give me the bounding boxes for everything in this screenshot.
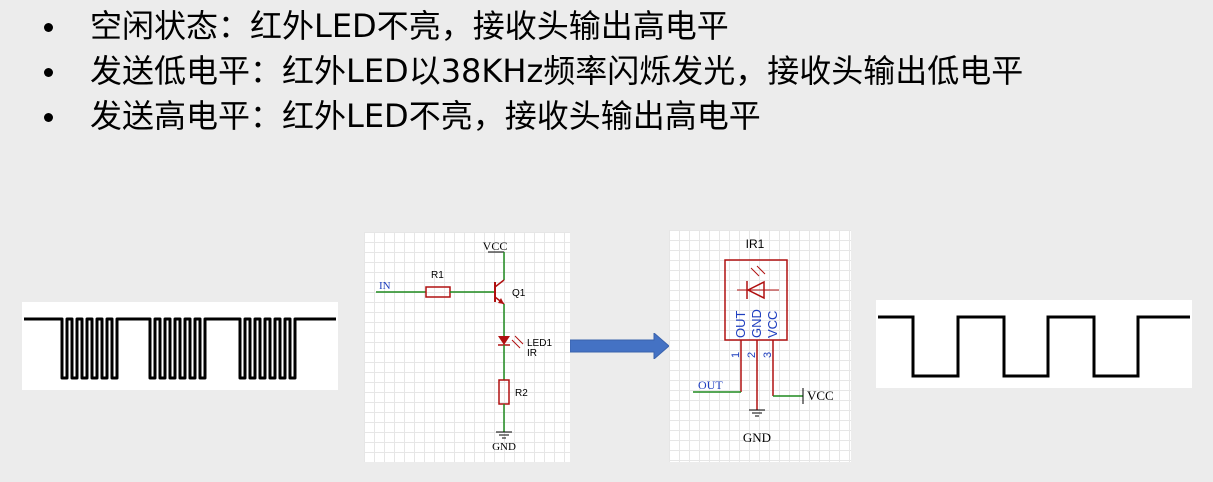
bullet-list: 空闲状态：红外LED不亮，接收头输出高电平 发送低电平：红外LED以38KHz频… bbox=[40, 4, 1023, 139]
bullet-item: 空闲状态：红外LED不亮，接收头输出高电平 bbox=[40, 4, 1023, 49]
bullet-item: 发送低电平：红外LED以38KHz频率闪烁发光，接收头输出低电平 bbox=[40, 49, 1023, 94]
bullet-text: 发送低电平：红外LED以38KHz频率闪烁发光，接收头输出低电平 bbox=[90, 52, 1024, 90]
right-arrow-icon bbox=[570, 333, 670, 359]
gnd-net-label: GND bbox=[743, 430, 771, 445]
out-net-label: OUT bbox=[698, 378, 723, 392]
ir-transmitter-circuit: VCC IN R1 Q1 LED1 IR R2 GND bbox=[364, 232, 570, 462]
in-label: IN bbox=[379, 280, 391, 292]
ir1-label: IR1 bbox=[746, 237, 765, 251]
q1-collector bbox=[494, 279, 505, 288]
q1-label: Q1 bbox=[512, 288, 526, 299]
bullet-dot bbox=[44, 68, 53, 77]
light-ray bbox=[756, 265, 766, 275]
bullet-dot bbox=[44, 23, 53, 32]
bullet-text: 发送高电平：红外LED不亮，接收头输出高电平 bbox=[90, 97, 761, 135]
modulated-waveform-trace bbox=[24, 317, 336, 380]
transmitter-schematic: VCC IN R1 Q1 LED1 IR R2 GND bbox=[376, 239, 552, 453]
pin-vcc-name: VCC bbox=[765, 311, 780, 338]
pin1-number: 1 bbox=[730, 352, 742, 358]
demodulated-waveform-trace bbox=[878, 315, 1190, 378]
modulated-waveform bbox=[24, 317, 336, 380]
pin3-number: 3 bbox=[762, 352, 774, 358]
pin-out-name: OUT bbox=[733, 311, 748, 339]
led1-ray bbox=[514, 335, 524, 345]
vcc-label: VCC bbox=[483, 239, 508, 253]
pin2-number: 2 bbox=[746, 352, 758, 358]
light-ray bbox=[750, 267, 760, 277]
pin-gnd-name: GND bbox=[749, 309, 764, 338]
bullet-dot bbox=[44, 113, 53, 122]
led1-ray bbox=[511, 339, 521, 349]
receiver-schematic: IR1 OUT GND VCC 1 2 3 OUT VCC GND bbox=[693, 237, 834, 445]
ir-label: IR bbox=[527, 348, 537, 359]
demodulated-waveform bbox=[878, 315, 1190, 378]
r1-label: R1 bbox=[431, 270, 444, 281]
r2-resistor bbox=[498, 379, 510, 405]
r1-resistor bbox=[425, 286, 451, 298]
q1-emitter-arrow bbox=[498, 298, 504, 304]
bullet-item: 发送高电平：红外LED不亮，接收头输出高电平 bbox=[40, 94, 1023, 139]
led1-label: LED1 bbox=[527, 338, 552, 349]
vcc-net-label: VCC bbox=[807, 388, 834, 403]
modulated-waveform-panel bbox=[22, 302, 338, 390]
gnd-label: GND bbox=[492, 441, 516, 453]
r2-label: R2 bbox=[515, 388, 528, 399]
ir-receiver-circuit: IR1 OUT GND VCC 1 2 3 OUT VCC GND bbox=[669, 230, 851, 462]
receiver-module-body bbox=[724, 259, 788, 341]
led1-diode bbox=[498, 336, 510, 345]
bullet-text: 空闲状态：红外LED不亮，接收头输出高电平 bbox=[90, 7, 729, 45]
demodulated-waveform-panel bbox=[876, 300, 1192, 388]
signal-arrow bbox=[570, 333, 670, 359]
